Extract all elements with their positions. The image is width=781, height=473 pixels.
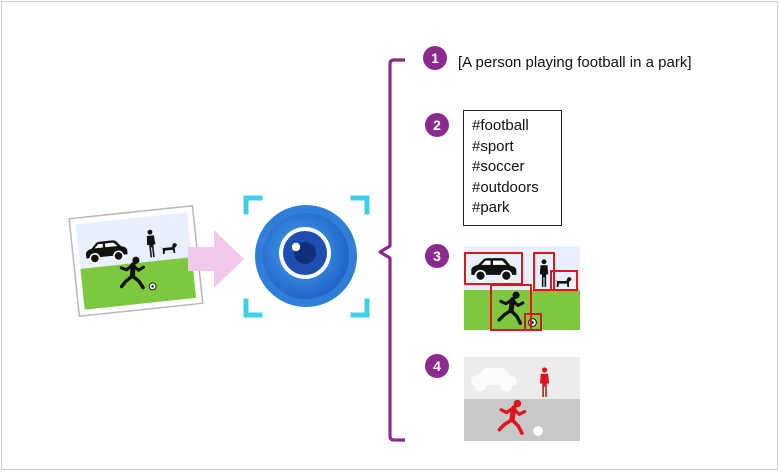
detection-boxes — [464, 252, 578, 331]
step-number-4: 4 — [433, 358, 441, 374]
ball-icon — [528, 318, 537, 327]
detection-grass — [464, 290, 580, 330]
segmentation-image-icon — [464, 357, 580, 441]
ball-silhouette — [533, 426, 543, 436]
step-badge-1 — [423, 46, 447, 70]
scan-corners-icon — [243, 195, 370, 318]
step-badge-3 — [425, 244, 449, 268]
dog-box — [550, 270, 578, 291]
step-badge-4 — [425, 354, 449, 378]
detection-image-icon — [464, 246, 580, 331]
step-number-1: 1 — [431, 50, 439, 66]
ball-icon — [148, 282, 157, 291]
ball-box — [524, 313, 542, 331]
tag-item: #football — [472, 117, 529, 134]
tag-item: #sport — [472, 137, 514, 155]
step-badge-2 — [425, 113, 449, 137]
vision-eye-icon — [255, 205, 357, 307]
tag-item: #park — [472, 199, 510, 216]
photo-grass — [80, 257, 197, 310]
photo-icon — [68, 204, 204, 318]
bracket-icon — [378, 58, 405, 442]
image-caption: [A person playing football in a park] — [458, 54, 692, 71]
step-number-2: 2 — [433, 117, 441, 133]
arrow-icon — [188, 230, 244, 288]
step-number-3: 3 — [433, 248, 441, 264]
tag-item: #soccer — [472, 158, 525, 175]
tag-list: #football #sport #soccer #outdoors #park — [463, 110, 562, 226]
runner-box — [490, 284, 532, 331]
tag-item: #outdoors — [472, 178, 539, 196]
